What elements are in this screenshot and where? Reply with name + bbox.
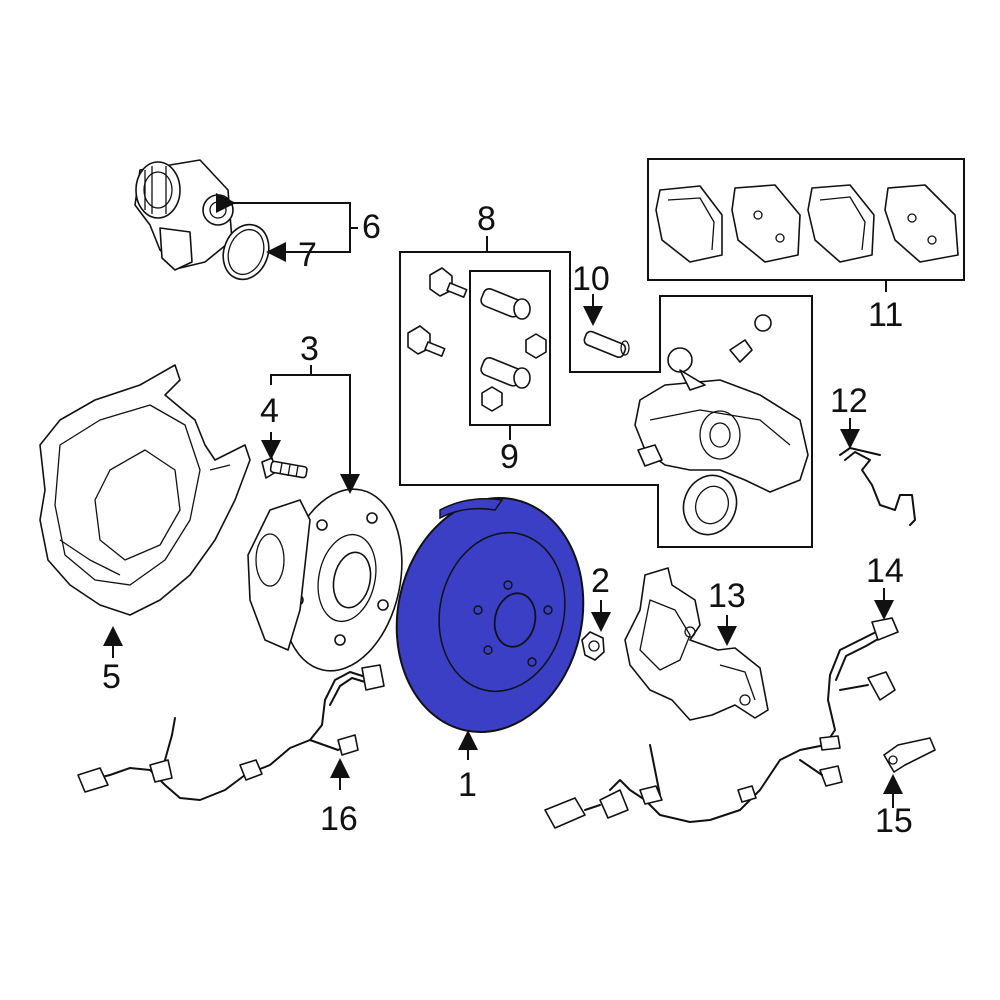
sleeve-nut-lower[interactable] [481, 386, 503, 412]
dust-shield-part[interactable] [39, 364, 251, 616]
callout-6: 6 [362, 208, 381, 246]
callout-13: 13 [708, 577, 746, 615]
hub-bolt-part[interactable] [261, 457, 308, 479]
rotor-screw-part[interactable] [581, 631, 605, 661]
callout-12: 12 [830, 382, 868, 420]
spring-clip-part[interactable] [839, 447, 916, 526]
hub-bearing-part[interactable] [247, 478, 418, 682]
caliper-bracket-part[interactable] [624, 567, 769, 721]
brake-pad-set-box [647, 158, 965, 281]
caliper-bolt-lower[interactable] [407, 325, 446, 357]
callout-9: 9 [500, 438, 519, 476]
leader-3 [270, 365, 360, 494]
guide-sleeve-upper[interactable] [479, 287, 531, 320]
brake-pad-2[interactable] [731, 184, 801, 263]
sleeve-nut-upper[interactable] [525, 333, 547, 359]
callout-8: 8 [477, 200, 496, 238]
brake-pad-1[interactable] [655, 185, 723, 263]
callout-7: 7 [298, 236, 317, 274]
abs-sensor-harness-left[interactable] [77, 664, 385, 801]
guide-pin-part[interactable] [583, 330, 630, 359]
piston-seal-part[interactable] [675, 468, 744, 542]
brake-pad-3[interactable] [807, 184, 875, 263]
callout-3: 3 [300, 330, 319, 368]
callout-14: 14 [866, 552, 904, 590]
callout-10: 10 [572, 260, 610, 298]
guide-sleeve-lower[interactable] [479, 356, 531, 389]
brake-pad-4[interactable] [884, 184, 959, 263]
callout-4: 4 [260, 392, 279, 430]
callout-1: 1 [458, 766, 477, 804]
caliper-assembly-part[interactable] [634, 314, 809, 493]
callout-15: 15 [875, 802, 913, 840]
kit-outline-box [399, 251, 813, 548]
callout-16: 16 [320, 800, 358, 838]
abs-sensor-harness-right[interactable] [544, 617, 899, 829]
callout-5: 5 [102, 658, 121, 696]
actuator-motor-part[interactable] [134, 159, 234, 271]
abs-sensor-part[interactable] [883, 737, 936, 773]
callout-11: 11 [868, 296, 903, 334]
callout-2: 2 [591, 562, 610, 600]
leader-6-7 [216, 193, 358, 262]
brake-rotor-part[interactable] [375, 480, 604, 749]
caliper-bolt-upper[interactable] [429, 267, 468, 298]
